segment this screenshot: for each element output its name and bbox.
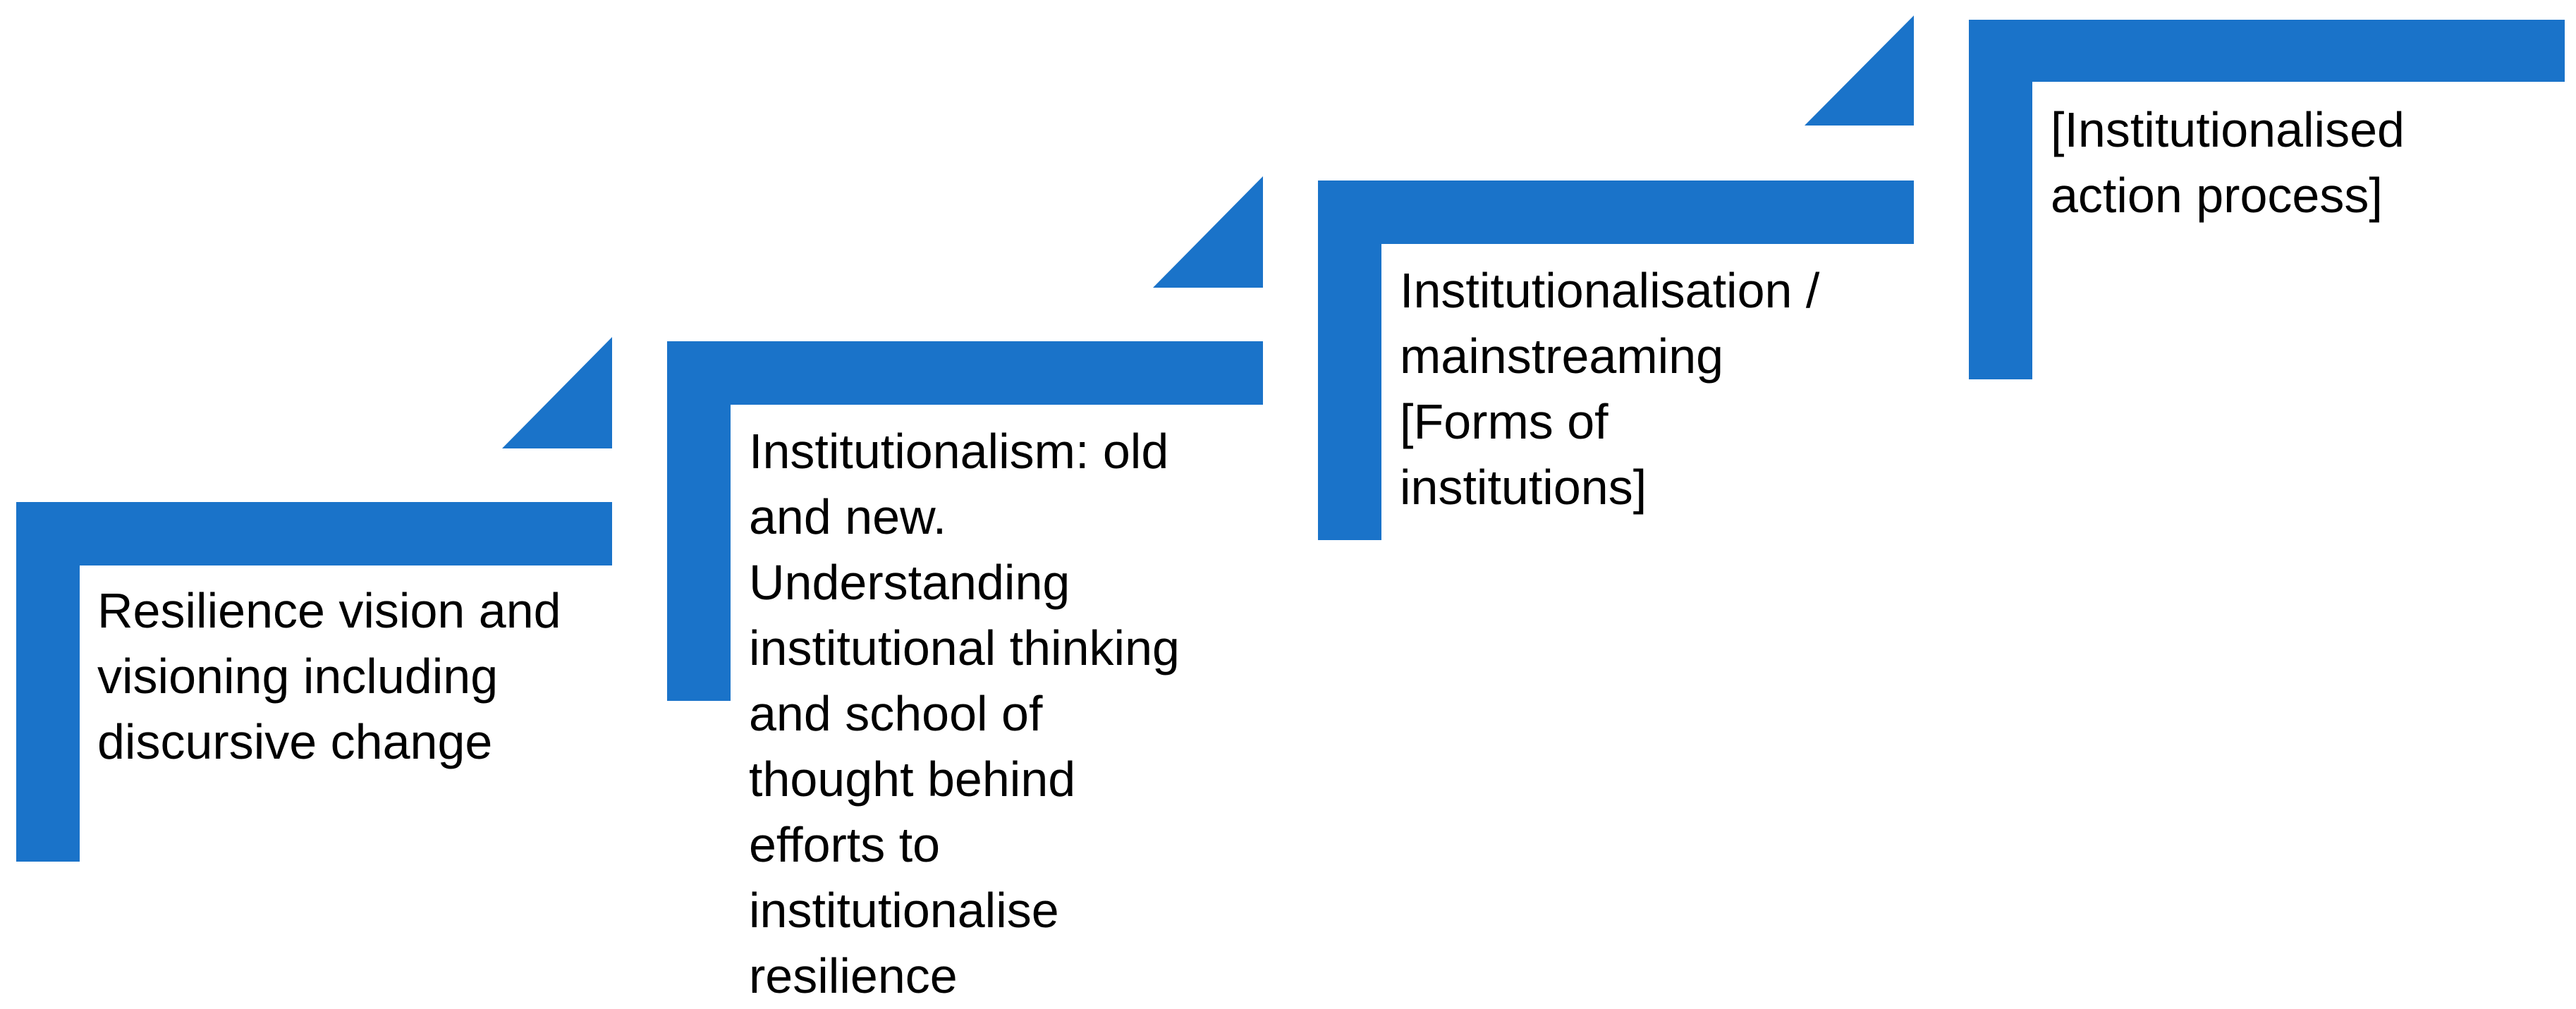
- step-4-text: [Institutionalised action process]: [2051, 97, 2405, 228]
- step-1-corner-bracket: [16, 502, 612, 862]
- step-2-line: Institutionalism: old: [749, 424, 1169, 479]
- step-3-line: mainstreaming: [1400, 329, 1724, 384]
- step-2-shape: [667, 176, 1263, 701]
- step-2-text: Institutionalism: old and new. Understandi…: [749, 419, 1180, 1009]
- step-4-line: [Institutionalised: [2051, 102, 2405, 157]
- step-2-line: institutionalise: [749, 883, 1059, 938]
- step-3-line: Institutionalisation /: [1400, 263, 1820, 318]
- step-1-line: Resilience vision and: [97, 583, 561, 638]
- step-4-corner-bracket: [1969, 20, 2565, 379]
- step-2-line: efforts to: [749, 817, 941, 872]
- step-3-shape: [1318, 16, 1914, 540]
- step-4-shape: [1969, 20, 2565, 379]
- step-2-line: thought behind: [749, 752, 1076, 807]
- step-3-arrow-tip: [1805, 16, 1914, 126]
- step-1-arrow-tip: [502, 337, 612, 448]
- step-1-shape: [16, 337, 612, 862]
- step-1-line: discursive change: [97, 714, 493, 769]
- step-2-line: and new.: [749, 489, 947, 544]
- step-3-corner-bracket: [1318, 181, 1914, 540]
- step-1-text: Resilience vision and visioning including…: [97, 578, 561, 775]
- step-2-corner-bracket: [667, 341, 1263, 701]
- step-1-line: visioning including: [97, 649, 499, 704]
- step-3-text: Institutionalisation / mainstreaming [Form…: [1400, 258, 1819, 520]
- step-2-line: institutional thinking: [749, 620, 1180, 675]
- step-2-line: Understanding: [749, 555, 1070, 610]
- step-2-arrow-tip: [1153, 176, 1263, 288]
- step-2-line: and school of: [749, 686, 1043, 741]
- step-4-line: action process]: [2051, 168, 2383, 223]
- step-3-line: [Forms of: [1400, 394, 1609, 449]
- step-3-line: institutions]: [1400, 460, 1647, 515]
- step-2-line: resilience: [749, 948, 958, 1003]
